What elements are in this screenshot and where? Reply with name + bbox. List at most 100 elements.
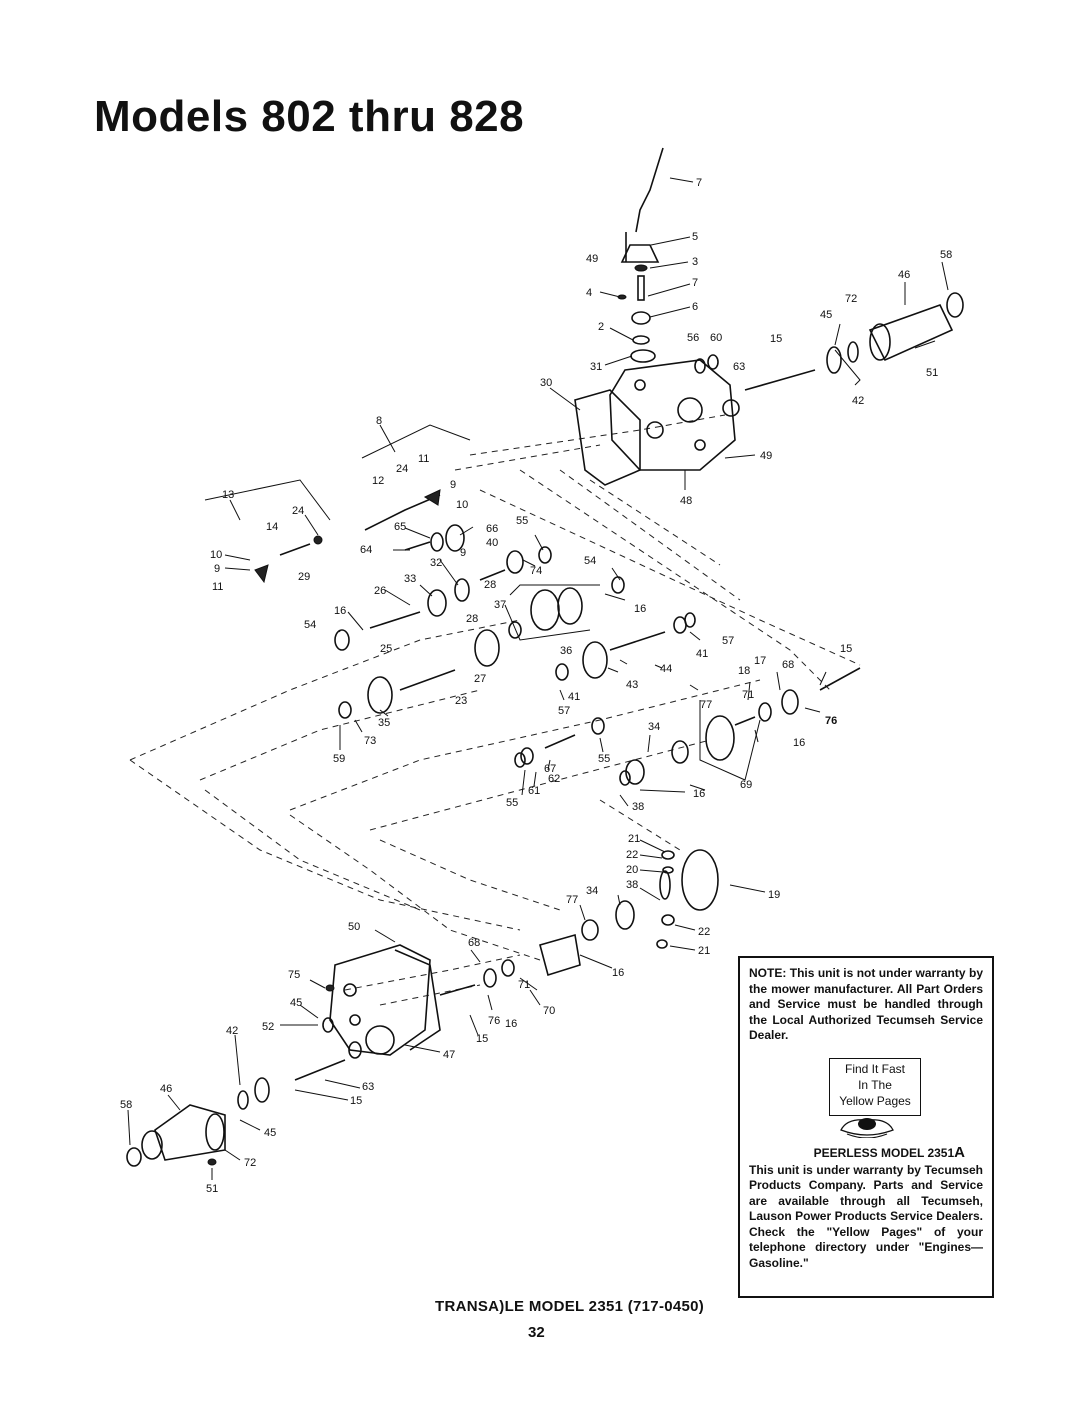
callout-50: 50 [348, 921, 360, 933]
callout-67: 67 [544, 763, 556, 775]
callout-24: 24 [292, 505, 304, 517]
peerless-warranty-text: This unit is under warranty by Tecumseh … [749, 1162, 983, 1270]
callout-70: 70 [543, 1005, 555, 1017]
callout-38: 38 [626, 879, 638, 891]
callout-44: 44 [660, 663, 672, 675]
callout-76: 76 [488, 1015, 500, 1027]
callout-57: 57 [722, 635, 734, 647]
callout-55: 55 [506, 797, 518, 809]
callout-14: 14 [266, 521, 278, 533]
callout-30: 30 [540, 377, 552, 389]
callout-58: 58 [120, 1099, 132, 1111]
callout-49: 49 [760, 450, 772, 462]
callout-9: 9 [460, 547, 466, 559]
callout-74: 74 [530, 565, 542, 577]
page-number: 32 [528, 1324, 545, 1341]
callout-47: 47 [443, 1049, 455, 1061]
yellow-pages-frame: Find It Fast In The Yellow Pages [829, 1057, 921, 1116]
callout-60: 60 [710, 332, 722, 344]
callout-71: 71 [518, 979, 530, 991]
yellow-pages-line-3: Yellow Pages [839, 1093, 911, 1108]
callout-17: 17 [754, 655, 766, 667]
callout-15: 15 [840, 643, 852, 655]
callout-72: 72 [244, 1157, 256, 1169]
callout-65: 65 [394, 521, 406, 533]
shift-lever-assembly [617, 147, 664, 363]
callout-68: 68 [468, 937, 480, 949]
callout-18: 18 [738, 665, 750, 677]
peerless-model-heading: PEERLESS MODEL 2351A [749, 1144, 983, 1161]
axle-housing-right [694, 292, 964, 417]
callout-21: 21 [628, 833, 640, 845]
callout-51: 51 [206, 1183, 218, 1195]
callout-56: 56 [687, 332, 699, 344]
callout-12: 12 [372, 475, 384, 487]
callout-77: 77 [566, 894, 578, 906]
callout-59: 59 [333, 753, 345, 765]
callout-55: 55 [598, 753, 610, 765]
callout-46: 46 [898, 269, 910, 281]
callout-33: 33 [404, 573, 416, 585]
gear-cluster [334, 524, 696, 719]
callout-7: 7 [696, 177, 702, 189]
callout-2: 2 [598, 321, 604, 333]
shift-fork-assembly [254, 489, 441, 584]
callout-41: 41 [696, 648, 708, 660]
callout-15: 15 [350, 1095, 362, 1107]
callout-76: 76 [825, 715, 837, 727]
callout-16: 16 [793, 737, 805, 749]
callout-27: 27 [474, 673, 486, 685]
callout-22: 22 [698, 926, 710, 938]
leader-lines [127, 177, 949, 1180]
service-note-box: NOTE: This unit is not under warranty by… [738, 956, 994, 1298]
callout-75: 75 [288, 969, 300, 981]
callout-72: 72 [845, 293, 857, 305]
callout-45: 45 [264, 1127, 276, 1139]
callout-66: 66 [486, 523, 498, 535]
callout-43: 43 [626, 679, 638, 691]
callout-35: 35 [378, 717, 390, 729]
callout-45: 45 [820, 309, 832, 321]
callout-21: 21 [698, 945, 710, 957]
callout-36: 36 [560, 645, 572, 657]
callout-54: 54 [584, 555, 596, 567]
callout-55: 55 [516, 515, 528, 527]
callout-10: 10 [456, 499, 468, 511]
callout-28: 28 [484, 579, 496, 591]
callout-16: 16 [334, 605, 346, 617]
callout-11: 11 [212, 581, 223, 593]
callout-10: 10 [210, 549, 222, 561]
callout-8: 8 [376, 415, 382, 427]
callout-71: 71 [742, 689, 754, 701]
peerless-model-prefix: PEERLESS MODEL 2351 [813, 1145, 955, 1160]
callout-64: 64 [360, 544, 372, 556]
page-title: Models 802 thru 828 [94, 92, 525, 141]
differential-assembly [439, 667, 861, 996]
callout-11: 11 [418, 453, 429, 465]
callout-63: 63 [733, 361, 745, 373]
callout-77: 77 [700, 699, 712, 711]
callout-9: 9 [450, 479, 456, 491]
callout-3: 3 [692, 256, 698, 268]
alignment-lines [129, 414, 861, 1006]
callout-13: 13 [222, 489, 234, 501]
callout-16: 16 [634, 603, 646, 615]
transaxle-case-top [574, 359, 736, 486]
callout-54: 54 [304, 619, 316, 631]
part-callouts: 7 5 49 3 7 4 6 2 56 60 15 31 63 30 58 46… [120, 177, 952, 1195]
callout-58: 58 [940, 249, 952, 261]
callout-37: 37 [494, 599, 506, 611]
callout-9: 9 [214, 563, 220, 575]
callout-51: 51 [926, 367, 938, 379]
callout-31: 31 [590, 361, 602, 373]
callout-40: 40 [486, 537, 498, 549]
callout-28: 28 [466, 613, 478, 625]
yellow-pages-line-2: In The [858, 1077, 892, 1092]
callout-69: 69 [740, 779, 752, 791]
yellow-pages-badge: Find It Fast In The Yellow Pages [823, 1057, 935, 1138]
callout-32: 32 [430, 557, 442, 569]
callout-19: 19 [768, 889, 780, 901]
callout-16: 16 [505, 1018, 517, 1030]
callout-34: 34 [648, 721, 660, 733]
